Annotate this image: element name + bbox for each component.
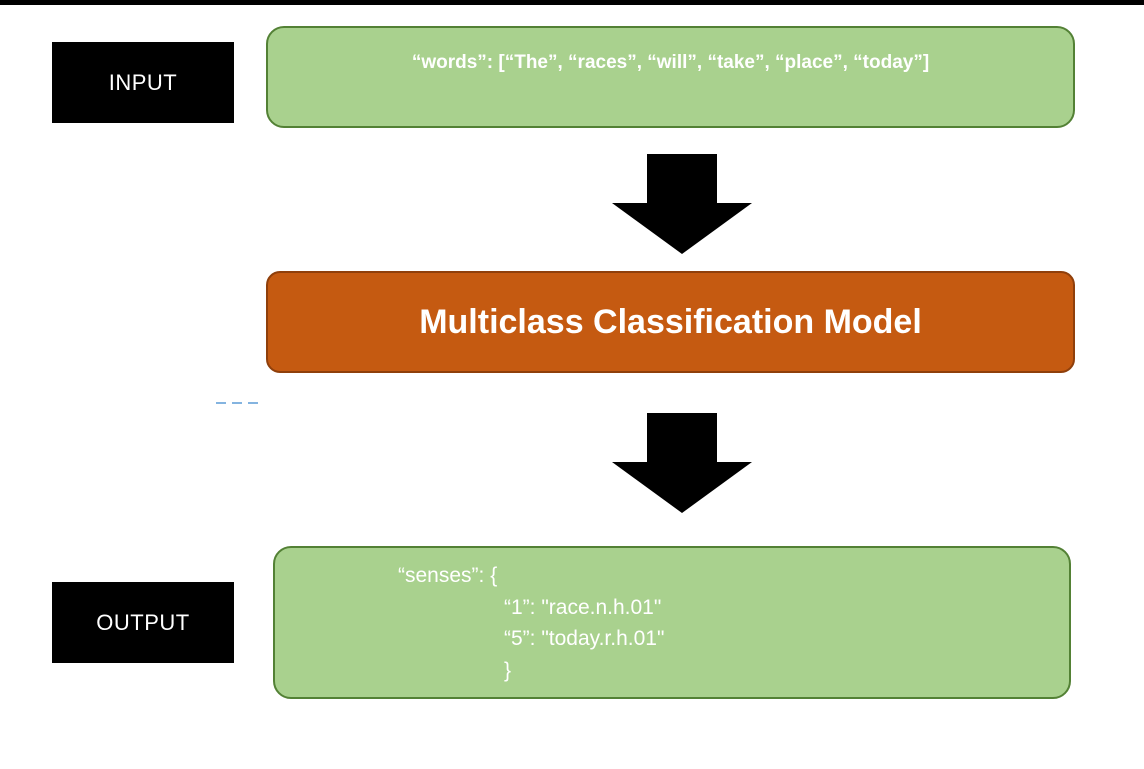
- output-box: [273, 546, 1071, 699]
- output-label-text: OUTPUT: [96, 609, 190, 635]
- down-arrow-icon: [612, 154, 752, 254]
- input-box: “words”: [“The”, “races”, “will”, “take”…: [266, 26, 1075, 128]
- output-line: “senses”: {: [398, 564, 498, 587]
- down-arrow-icon: [612, 413, 752, 513]
- output-label: OUTPUT: [52, 582, 234, 663]
- top-border: [0, 0, 1144, 5]
- input-content: “words”: [“The”, “races”, “will”, “take”…: [411, 52, 930, 73]
- input-label: INPUT: [52, 42, 234, 123]
- model-label: Multiclass Classification Model: [419, 302, 922, 341]
- output-line: }: [504, 659, 512, 682]
- model-box: Multiclass Classification Model: [266, 271, 1075, 373]
- output-line: “5”: "today.r.h.01": [504, 627, 665, 650]
- output-line: “1”: "race.n.h.01": [504, 596, 662, 619]
- input-label-text: INPUT: [108, 69, 178, 95]
- dashed-marker: [216, 402, 260, 404]
